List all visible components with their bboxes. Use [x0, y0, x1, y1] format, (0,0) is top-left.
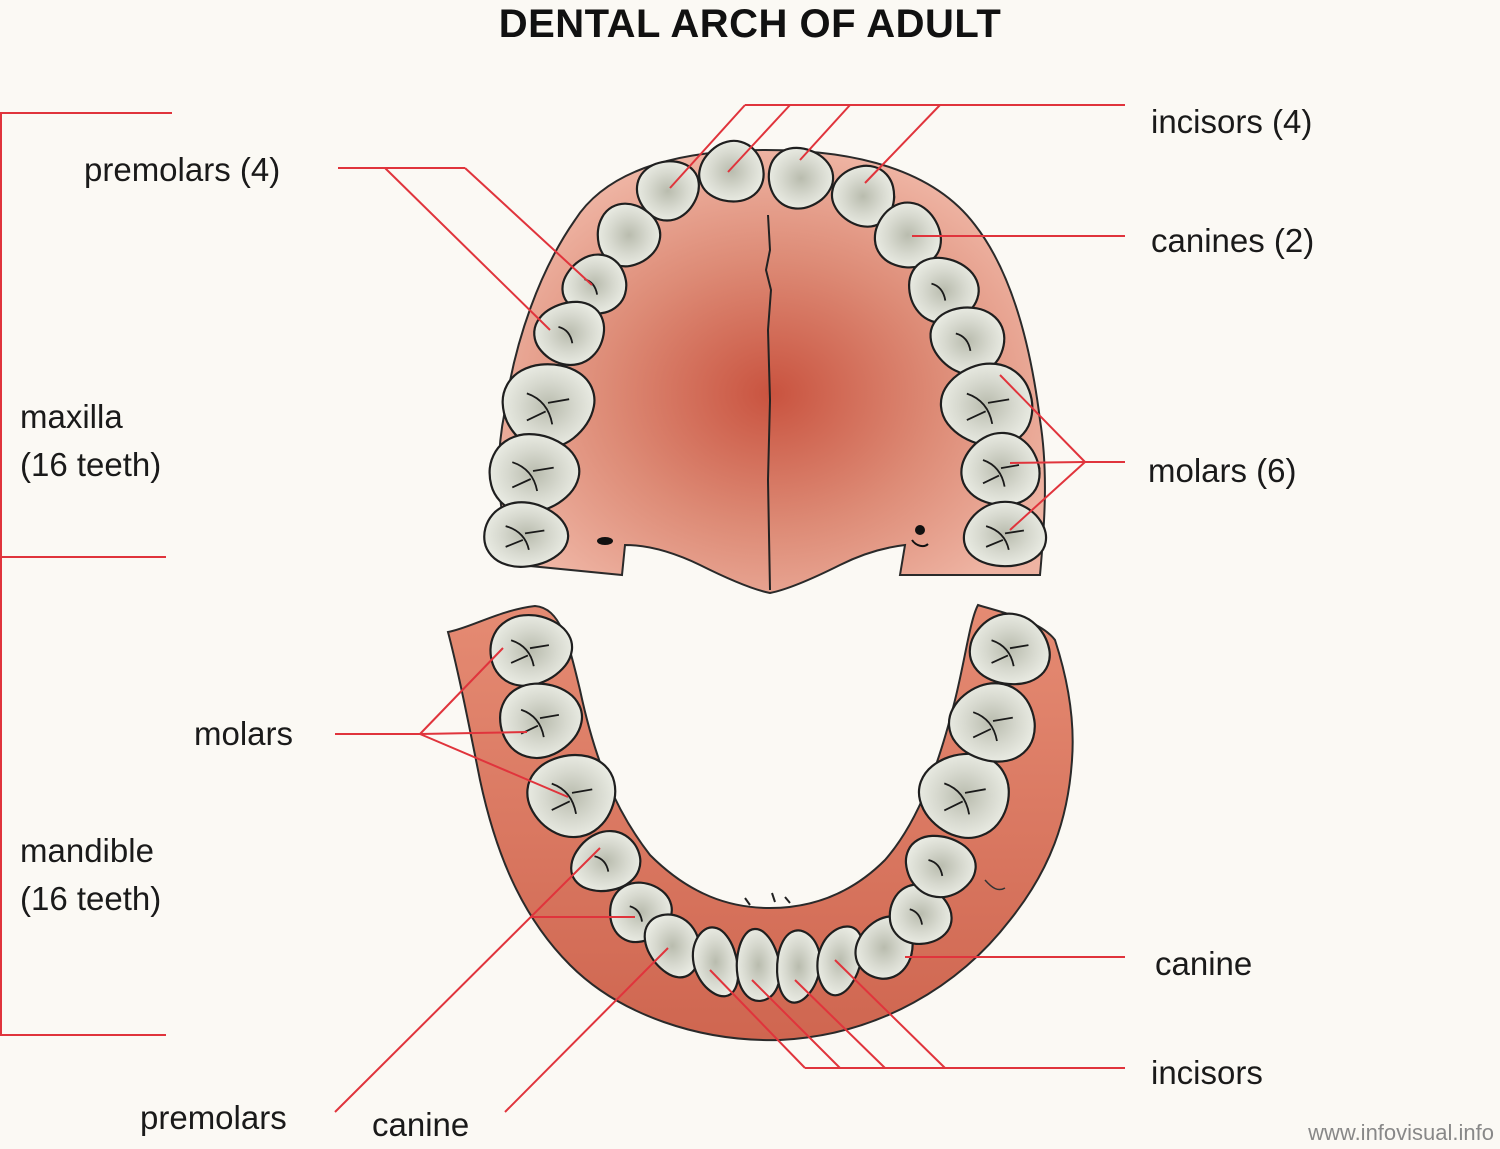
upper-molar-2-fissure: [511, 461, 554, 492]
maxilla-arch: [483, 139, 1048, 595]
palatine-mark-right: [911, 539, 929, 548]
lower-premolar-4: [904, 834, 977, 899]
mandible-inner-contour: [984, 879, 1006, 891]
mandible-name: mandible: [20, 832, 154, 869]
lower-incisor-2-crown: [735, 927, 782, 1003]
palatine-foramen-left: [597, 537, 613, 545]
lower-molar-3-fissure: [551, 782, 593, 815]
palatine-foramen-right: [915, 525, 925, 535]
mandible-midline: [744, 892, 791, 906]
label-mandible: mandible (16 teeth): [20, 827, 161, 923]
lower-molar-1-fissure: [510, 639, 550, 667]
upper-incisor-2-crown: [698, 139, 765, 203]
leader-lines: [334, 104, 1125, 1113]
lower-incisor-2: [735, 927, 782, 1003]
upper-molar-6-crown: [962, 500, 1048, 568]
upper-premolar-2: [533, 300, 606, 367]
upper-incisor-3-crown: [767, 146, 835, 210]
upper-incisor-2: [698, 139, 765, 203]
lower-molar-6: [968, 612, 1051, 686]
lower-molar-4-fissure: [943, 782, 986, 815]
maxilla-name: maxilla: [20, 398, 123, 435]
lower-molar-1-crown: [489, 613, 574, 687]
label-molars-upper: molars (6): [1148, 452, 1297, 489]
credit-text: www.infovisual.info: [1308, 1120, 1494, 1145]
upper-premolar-3-fissure: [931, 282, 947, 301]
label-molars-lower: molars: [194, 715, 294, 752]
lower-incisor-4-crown: [816, 925, 864, 997]
mandible-arch: [446, 603, 1074, 1042]
mandible-count: (16 teeth): [20, 880, 162, 917]
upper-molar-5-crown: [960, 431, 1041, 507]
lower-premolar-1: [570, 829, 642, 893]
lower-premolar-3-fissure: [909, 908, 923, 925]
mandible-teeth: [489, 612, 1051, 1004]
upper-molar-3-crown: [483, 501, 570, 568]
label-maxilla: maxilla (16 teeth): [20, 393, 161, 489]
lower-molar-3: [526, 753, 617, 839]
diagram-title: DENTAL ARCH OF ADULT: [498, 2, 1002, 46]
palatine-suture: [764, 214, 773, 591]
upper-molar-5-fissure: [982, 459, 1020, 487]
lower-molar-6-crown: [968, 612, 1051, 686]
lower-molar-5: [947, 682, 1036, 763]
upper-molar-1: [501, 363, 596, 450]
lower-premolar-1-fissure: [594, 855, 610, 872]
lower-premolar-4-crown: [904, 834, 977, 899]
lower-incisor-1-crown: [691, 926, 740, 998]
lower-incisor-3: [775, 929, 822, 1004]
lower-incisor-3-crown: [775, 929, 822, 1004]
upper-molar-4-fissure: [966, 392, 1010, 425]
maxilla-teeth: [483, 139, 1048, 568]
label-canines-upper: canines (2): [1151, 222, 1315, 259]
jaw-bracket: [0, 112, 172, 1036]
upper-molar-6: [962, 500, 1048, 568]
lower-premolar-2-fissure: [629, 905, 643, 922]
label-incisors-upper: incisors (4): [1151, 103, 1313, 140]
upper-molar-1-fissure: [526, 392, 570, 425]
lower-premolar-1-crown: [570, 829, 642, 893]
lower-incisor-4: [816, 925, 864, 997]
lower-molar-1: [489, 613, 574, 687]
upper-premolar-4-fissure: [955, 332, 972, 352]
upper-molar-5: [960, 431, 1041, 507]
label-incisors-lower: incisors: [1151, 1054, 1263, 1091]
maxilla-count: (16 teeth): [20, 446, 162, 483]
lower-molar-6-fissure: [991, 639, 1029, 667]
upper-incisor-3: [767, 146, 835, 210]
upper-molar-2-crown: [488, 432, 581, 514]
upper-premolar-2-fissure: [558, 325, 574, 344]
lower-premolar-4-fissure: [928, 859, 944, 877]
lower-molar-5-fissure: [972, 711, 1013, 742]
upper-molar-3-fissure: [505, 525, 545, 551]
upper-molar-3: [483, 501, 570, 568]
label-premolars-upper: premolars (4): [84, 151, 281, 188]
lower-molar-3-crown: [526, 753, 617, 839]
lower-molar-5-crown: [947, 682, 1036, 763]
label-canine-lower-right: canine: [1155, 945, 1253, 982]
label-premolars-lower: premolars: [140, 1099, 287, 1136]
label-canine-lower-left: canine: [372, 1106, 470, 1143]
lower-incisor-1: [691, 926, 740, 998]
upper-molar-6-fissure: [985, 525, 1025, 551]
upper-molar-1-crown: [501, 363, 596, 450]
upper-molar-2: [488, 432, 581, 514]
